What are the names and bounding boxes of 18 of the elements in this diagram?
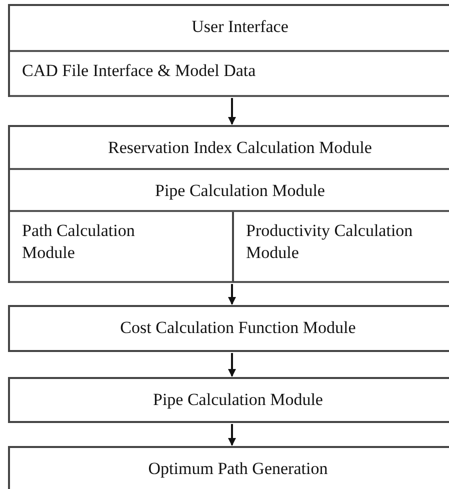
module-label: Cost Calculation Function Module bbox=[119, 317, 357, 339]
module-label: Pipe Calculation Module bbox=[152, 389, 324, 411]
arrow bbox=[228, 353, 236, 377]
module-box bbox=[8, 377, 449, 423]
module-label: CAD File Interface & Model Data bbox=[22, 60, 257, 82]
module-label: Reservation Index Calculation Module bbox=[107, 137, 373, 159]
arrow bbox=[228, 424, 236, 446]
arrow bbox=[228, 284, 236, 305]
module-box bbox=[8, 305, 449, 352]
module-label: User Interface bbox=[190, 16, 290, 38]
module-row bbox=[10, 212, 234, 283]
module-group-box bbox=[8, 125, 449, 283]
module-group-box bbox=[8, 4, 449, 97]
module-label: Path Calculation Module bbox=[22, 220, 136, 264]
arrow bbox=[228, 98, 236, 125]
module-label: Optimum Path Generation bbox=[147, 458, 329, 480]
module-label: Productivity Calculation Module bbox=[246, 220, 414, 264]
module-label: Pipe Calculation Module bbox=[154, 180, 326, 202]
